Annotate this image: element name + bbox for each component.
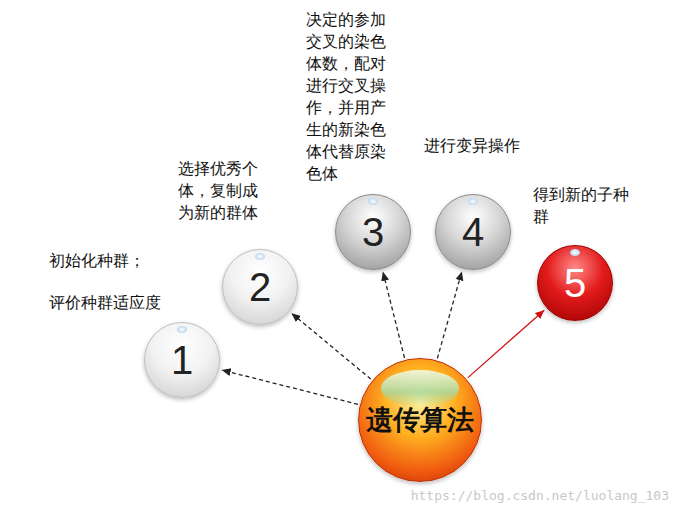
step-description: 决定的参加交叉的染色体数，配对进行交叉操作，并用产生的新染色体代替原染色体 [306, 9, 401, 185]
step-number: 2 [223, 250, 297, 324]
step-number: 5 [538, 246, 612, 320]
arrow-connector [292, 313, 371, 379]
highlight-dot [177, 326, 187, 333]
highlight-dot [468, 198, 478, 205]
highlight-dot [255, 253, 265, 260]
watermark: https://blog.csdn.net/luolang_103 [411, 488, 669, 503]
step-circle: 3决定的参加交叉的染色体数，配对进行交叉操作，并用产生的新染色体代替原染色体 [335, 194, 411, 270]
step-number: 3 [336, 195, 410, 269]
step-description: 评价种群适应度 [49, 292, 174, 314]
step-number: 4 [436, 195, 510, 269]
step-circle: 5得到新的子种群 [537, 245, 613, 321]
step-description: 选择优秀个体，复制成为新的群体 [178, 158, 273, 224]
step-description: 初始化种群； [49, 250, 179, 272]
arrow-connector [468, 310, 544, 377]
arrow-connector [383, 272, 405, 358]
highlight-dot [570, 249, 580, 256]
step-number: 1 [145, 323, 219, 397]
highlight-dot [368, 198, 378, 205]
step-description: 得到新的子种群 [533, 184, 643, 228]
step-circle: 2选择优秀个体，复制成为新的群体 [222, 249, 298, 325]
step-description: 进行变异操作 [423, 135, 521, 157]
arrow-connector [437, 271, 462, 358]
core-label: 遗传算法 [359, 359, 481, 481]
gloss [381, 370, 459, 407]
step-circle: 1初始化种群；评价种群适应度 [144, 322, 220, 398]
arrow-connector [222, 370, 358, 404]
core-ball: 遗传算法 [358, 358, 482, 482]
step-circle: 4进行变异操作 [435, 194, 511, 270]
